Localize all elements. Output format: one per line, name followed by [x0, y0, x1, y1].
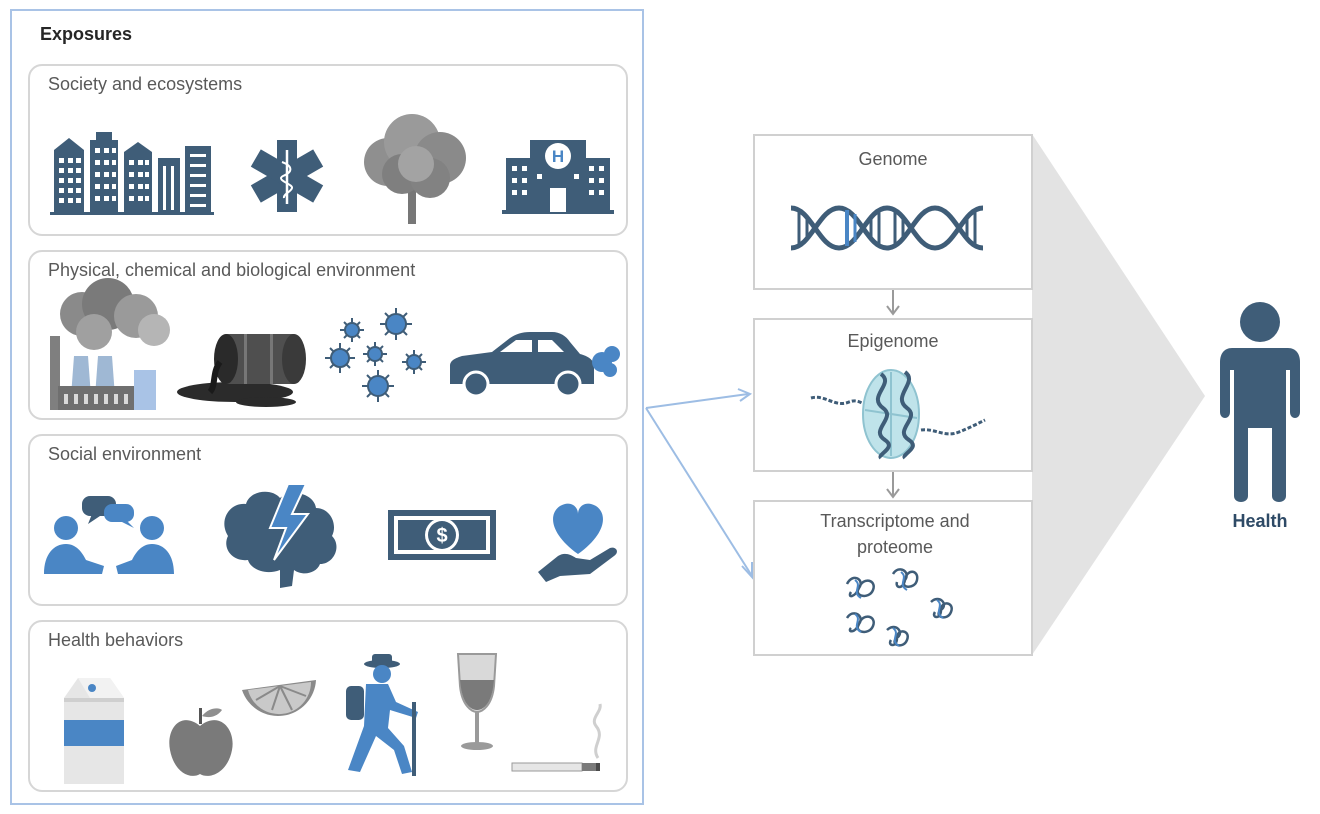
- panel-title-social: Social environment: [48, 444, 202, 464]
- epigenome-label: Epigenome: [847, 331, 939, 351]
- people-conversation-icon: [44, 496, 174, 574]
- transcriptome-proteome-box: Transcriptome and proteome: [753, 500, 1033, 656]
- oil-barrel-spill-icon: [177, 334, 306, 407]
- health-label: Health: [1232, 511, 1288, 531]
- panel-title-physical: Physical, chemical and biological enviro…: [48, 260, 416, 280]
- exposures-title: Exposures: [40, 24, 133, 44]
- panel-title-behaviors: Health behaviors: [48, 630, 184, 650]
- dollar-bill-icon: $: [388, 510, 496, 560]
- hiker-icon: [346, 654, 418, 776]
- cigarette-icon: [511, 703, 602, 772]
- city-buildings-icon: [50, 132, 214, 215]
- nucleosome-icon: [810, 369, 986, 460]
- medical-star-of-life-icon: [250, 140, 324, 212]
- lemon-slice-icon: [242, 680, 316, 716]
- milk-carton-icon: [64, 678, 124, 784]
- brain-lightning-icon: [224, 483, 337, 588]
- person-icon: [1220, 302, 1300, 502]
- genome-box: Genome: [753, 134, 1033, 290]
- epigenome-box: Epigenome: [753, 318, 1033, 472]
- panel-society-ecosystems: Society and ecosystems: [28, 64, 628, 236]
- tree-icon: [364, 114, 466, 224]
- transcriptome-label: Transcriptome and proteome: [820, 511, 970, 557]
- apple-icon: [169, 708, 233, 776]
- genome-label: Genome: [858, 149, 928, 169]
- heart-hand-icon: [538, 503, 617, 582]
- panel-physical-chemical-biological: Physical, chemical and biological enviro…: [28, 250, 628, 420]
- svg-text:$: $: [436, 525, 447, 547]
- protein-strands-icon: [845, 568, 953, 647]
- car-exhaust-icon: [450, 332, 620, 398]
- virus-particles-icon: [325, 308, 426, 402]
- factory-smoke-icon: [50, 278, 170, 410]
- hospital-icon: H: [502, 140, 614, 214]
- svg-text:H: H: [552, 147, 564, 166]
- dna-helix-icon: [790, 205, 984, 251]
- wine-glass-icon: [456, 653, 498, 750]
- panel-health-behaviors: Health behaviors: [28, 620, 628, 792]
- omics-cascade-arrows: [886, 290, 900, 499]
- panel-title-society: Society and ecosystems: [48, 74, 243, 94]
- exposure-to-omics-arrows: [645, 388, 753, 580]
- panel-social-environment: Social environment $: [28, 434, 628, 606]
